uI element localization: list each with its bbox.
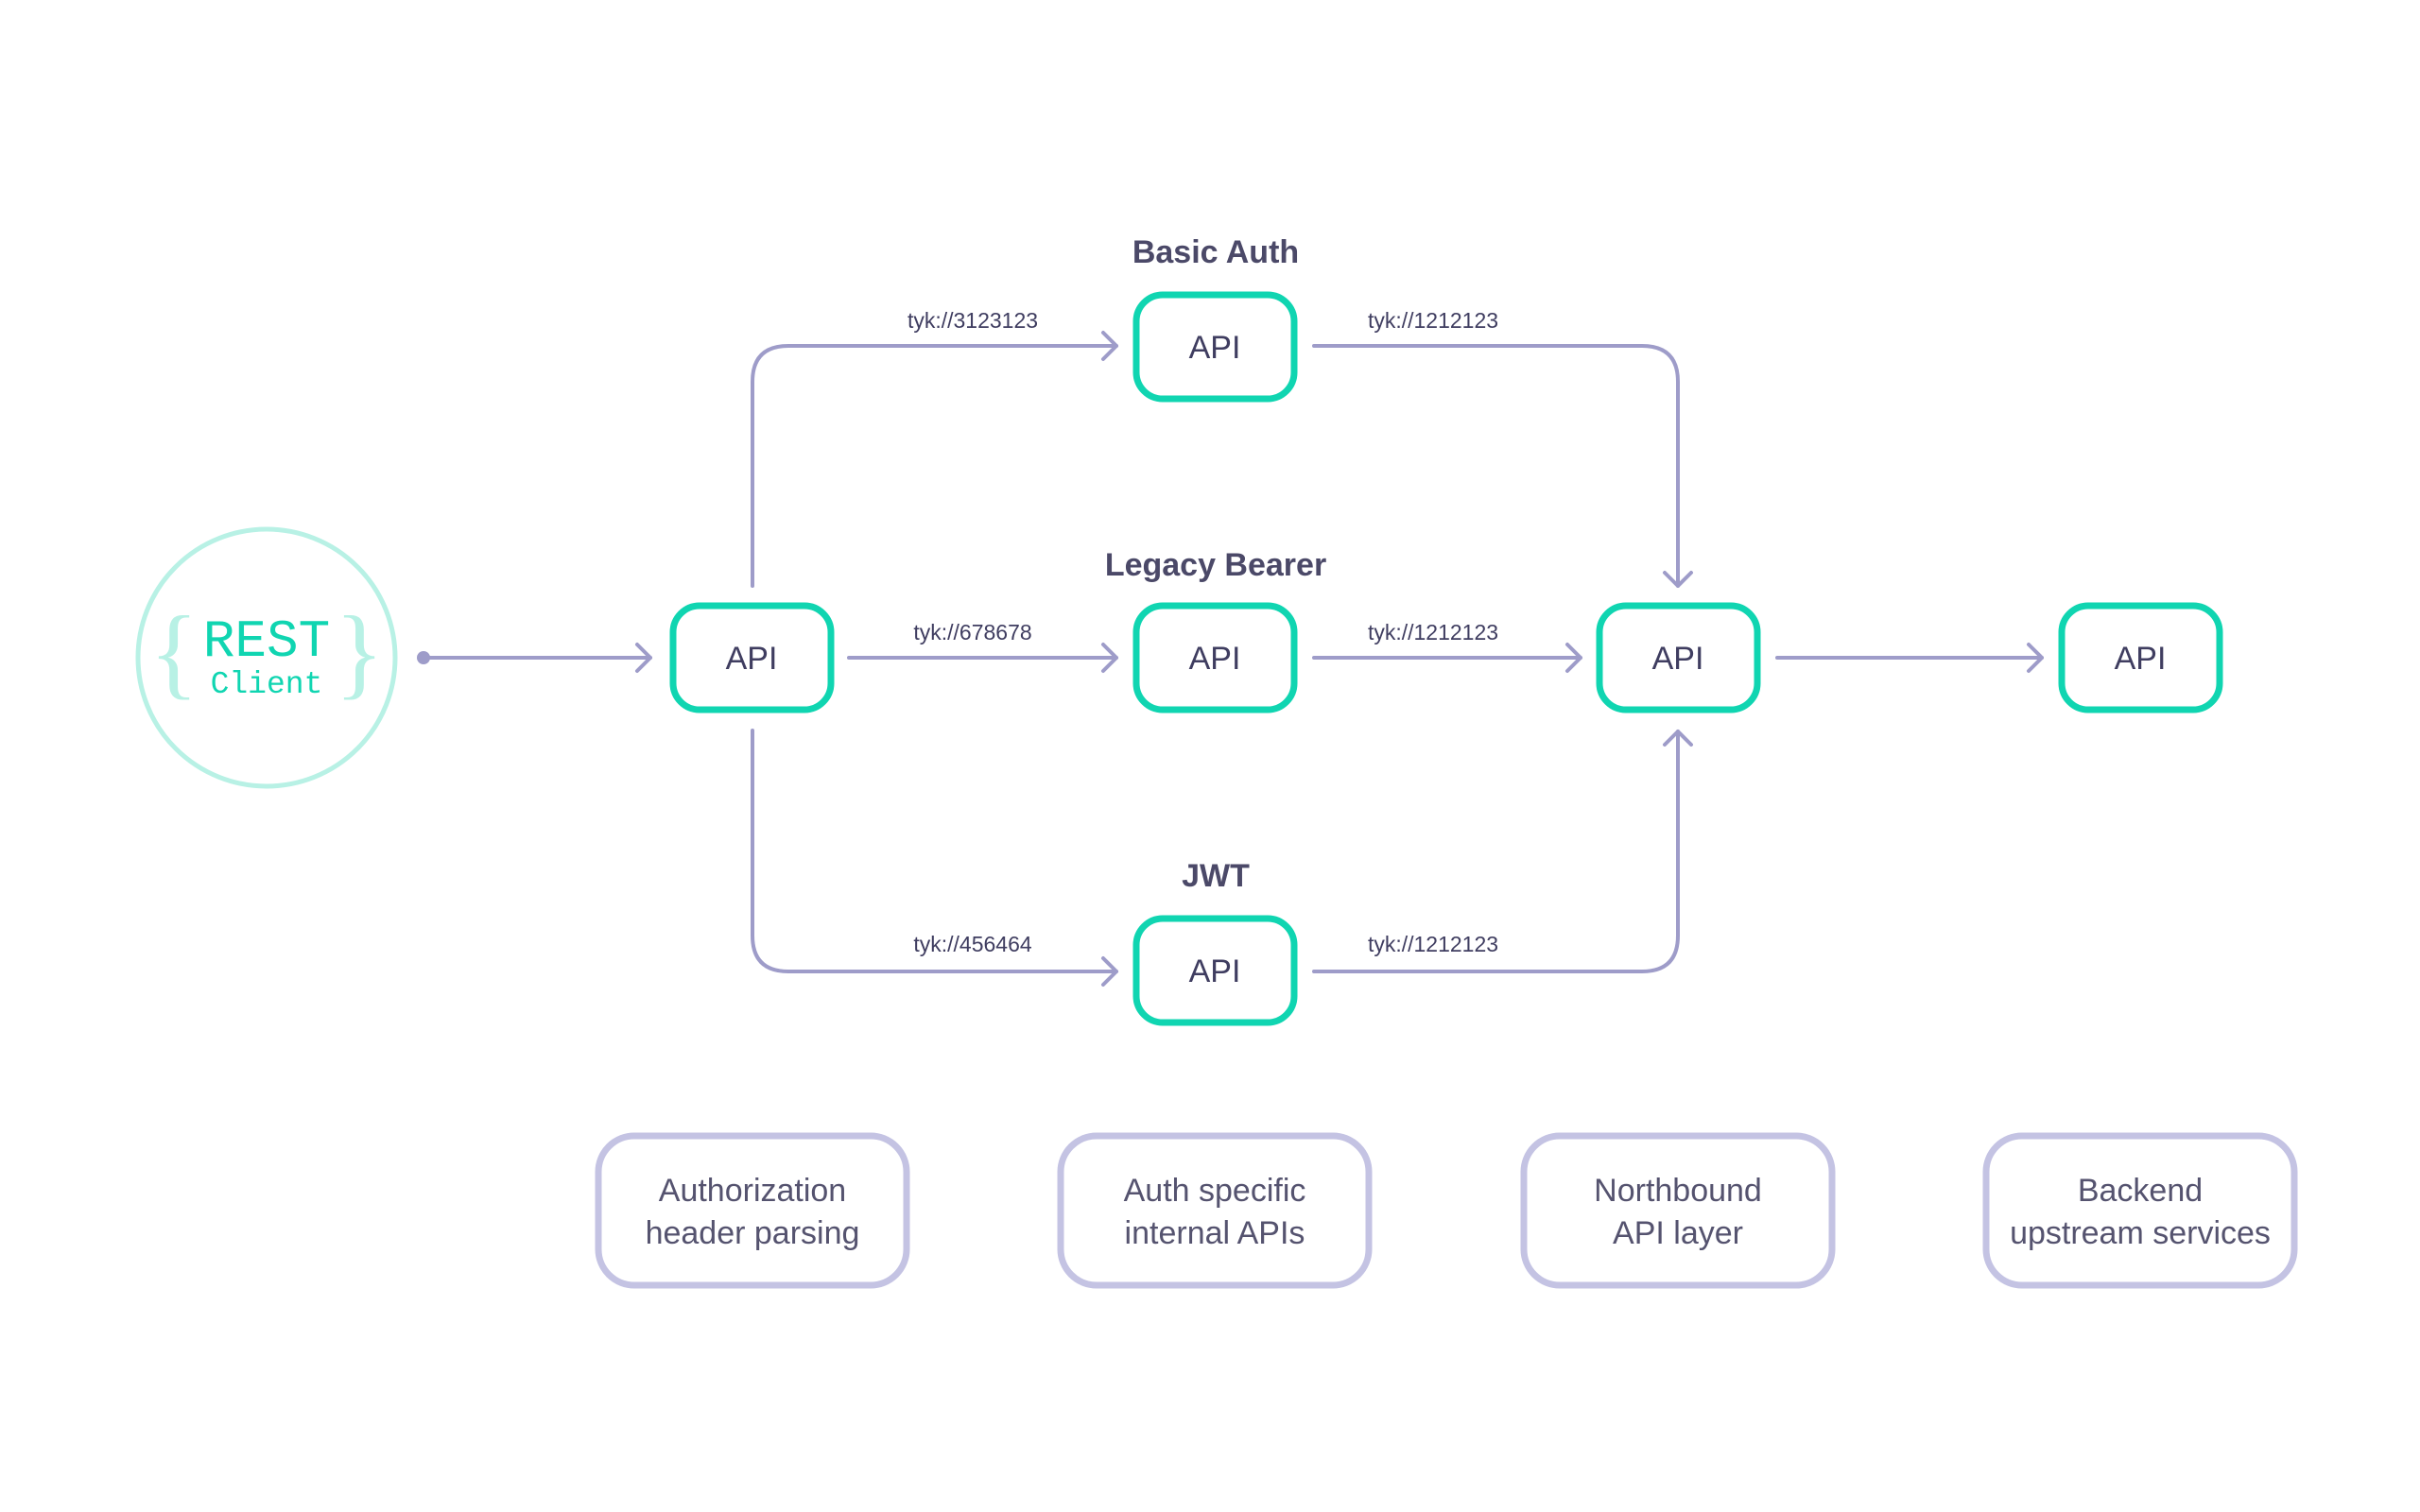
entry-to-basic-auth-arrowhead [1101,331,1118,361]
api-node-jwt-box [1132,915,1298,1026]
api-node-northbound: API [1596,602,1761,713]
connectors [417,331,2044,987]
legend-backend-box [1982,1132,2298,1289]
legend-backend-line-2: upstream services [2010,1215,2271,1251]
route-label-jwt-out: tyk://1212123 [1368,932,1498,956]
rest-client-left-brace: { [149,596,199,709]
api-node-entry-box [669,602,835,713]
api-node-legacy-bearer-box [1132,602,1298,713]
entry-to-jwt-connector [751,729,1118,973]
route-label-legacy-bearer-out: tyk://1212123 [1368,620,1498,644]
legend-northbound-line-2: API layer [1613,1215,1743,1251]
northbound-to-backend-arrowhead [2027,643,2044,673]
api-node-jwt-label: API [1189,954,1241,989]
api-node-legacy-bearer-label: API [1189,641,1241,677]
route-label-to-legacy-bearer: tyk://678678 [913,620,1031,644]
rest-client-circle [135,526,398,789]
route-label-to-jwt: tyk://456464 [913,932,1032,956]
rest-client-subtitle: Client [211,667,323,702]
route-label-to-basic-auth: tyk://3123123 [908,308,1038,333]
legend-authorization-header-parsing: Authorization header parsing [595,1132,910,1289]
api-node-backend-box [2058,602,2223,713]
legend-northbound-line-1: Northbound [1594,1173,1762,1209]
jwt-to-northbound-connector [1312,730,1680,973]
api-node-basic-auth-box [1132,291,1298,403]
api-node-northbound-box [1596,602,1761,713]
legend-backend-upstream-services: Backend upstream services [1982,1132,2298,1289]
group-title-basic-auth: Basic Auth [1132,234,1299,270]
legend-auth-specific-box [1057,1132,1373,1289]
client-to-entry-arrowhead [635,643,652,673]
api-node-northbound-label: API [1652,641,1704,677]
route-label-basic-auth-out: tyk://1212123 [1368,308,1498,333]
jwt-to-northbound-arrowhead [1663,730,1693,747]
api-node-entry-label: API [726,641,778,677]
legend-northbound-api-layer: Northbound API layer [1520,1132,1836,1289]
legend-authorization-box [595,1132,910,1289]
entry-to-legacy-bearer-arrowhead [1101,643,1118,673]
legend-auth-specific-line-1: Auth specific [1124,1173,1306,1209]
entry-to-basic-auth-connector [751,344,1118,588]
basic-auth-to-northbound-connector [1312,344,1680,588]
group-title-jwt: JWT [1182,858,1250,894]
legend-authorization-line-1: Authorization [659,1173,846,1209]
entry-to-jwt-arrowhead [1101,956,1118,987]
legend-auth-specific-line-2: internal APIs [1125,1215,1305,1251]
api-node-backend: API [2058,602,2223,713]
legend-backend-line-1: Backend [2078,1173,2203,1209]
rest-client-right-brace: } [335,596,384,709]
api-node-basic-auth-label: API [1189,330,1241,366]
legacy-bearer-to-northbound-arrowhead [1565,643,1582,673]
rest-client-title: REST [203,611,330,672]
api-node-basic-auth: API [1132,291,1298,403]
api-node-entry: API [669,602,835,713]
api-node-backend-label: API [2115,641,2167,677]
api-node-legacy-bearer: API [1132,602,1298,713]
basic-auth-to-northbound-arrowhead [1663,571,1693,588]
legend-northbound-box [1520,1132,1836,1289]
legend-authorization-line-2: header parsing [646,1215,860,1251]
api-node-jwt: API [1132,915,1298,1026]
group-title-legacy-bearer: Legacy Bearer [1105,547,1326,583]
rest-client: { } REST Client [135,526,398,789]
legend-auth-specific-internal-apis: Auth specific internal APIs [1057,1132,1373,1289]
